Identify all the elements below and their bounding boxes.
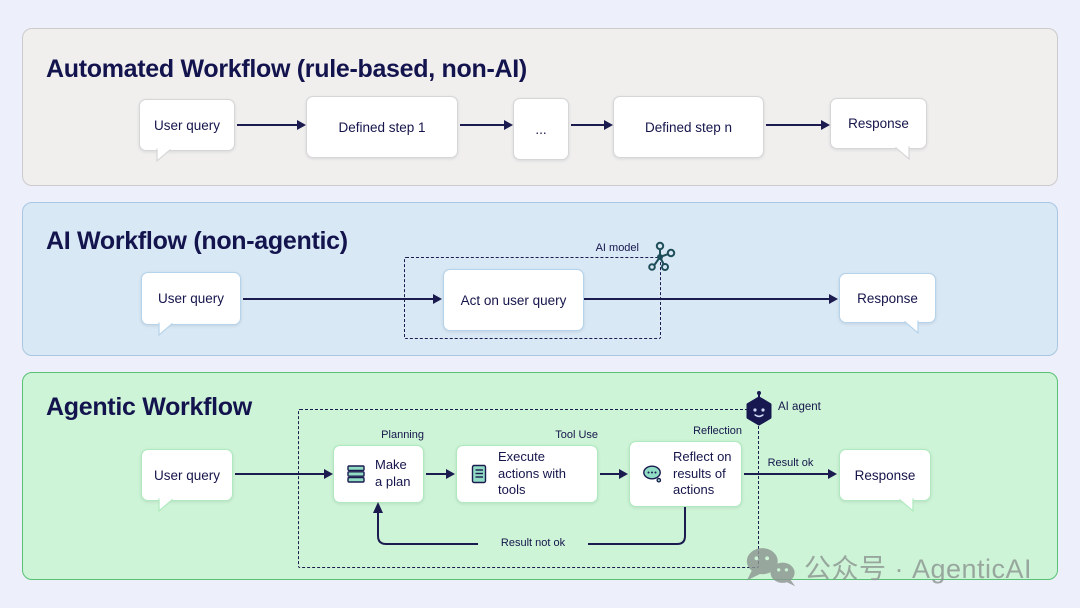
defined-step-1-label: Defined step 1 <box>338 119 426 135</box>
ellipsis-node: ... <box>513 98 569 160</box>
panel-automated-workflow: Automated Workflow (rule-based, non-AI) … <box>22 28 1058 186</box>
user-query-bubble: User query <box>141 449 233 513</box>
execute-actions-label: Execute actions with tools <box>498 448 566 498</box>
ai-agent-boundary <box>298 409 759 568</box>
flow-arrow <box>243 294 442 304</box>
act-on-user-query-node: Act on user query <box>443 269 584 331</box>
defined-step-1-node: Defined step 1 <box>306 96 458 158</box>
bubble-tail-icon <box>904 320 919 335</box>
defined-step-n-node: Defined step n <box>613 96 764 158</box>
reflection-step-label: Reflection <box>693 425 742 437</box>
make-a-plan-node: Make a plan <box>333 445 424 503</box>
flow-arrow <box>237 120 306 130</box>
result-ok-arrow <box>744 469 837 479</box>
user-query-bubble: User query <box>139 99 235 163</box>
bubble-tail-icon <box>899 498 914 513</box>
flow-arrow <box>426 469 455 479</box>
defined-step-n-label: Defined step n <box>644 119 733 135</box>
automated-workflow-title: Automated Workflow (rule-based, non-AI) <box>46 55 527 83</box>
ai-agent-label: AI agent <box>778 401 821 413</box>
response-label: Response <box>857 290 918 306</box>
response-bubble: Response <box>830 98 927 161</box>
user-query-label: User query <box>157 291 225 306</box>
ai-model-label: AI model <box>595 242 639 254</box>
flow-arrow <box>766 120 830 130</box>
bubble-tail-icon <box>158 322 173 337</box>
response-bubble: Response <box>839 273 936 335</box>
ai-workflow-title: AI Workflow (non-agentic) <box>46 227 348 255</box>
watermark-text: 公众号 · AgenticAI <box>804 553 1033 584</box>
user-query-label: User query <box>153 467 221 483</box>
bubble-tail-icon <box>158 498 173 513</box>
flow-arrow <box>571 120 613 130</box>
thought-bubble-icon <box>643 465 662 483</box>
execute-actions-node: Execute actions with tools <box>456 445 598 503</box>
ellipsis-label: ... <box>535 121 547 137</box>
flow-arrow <box>600 469 628 479</box>
reflect-label: Reflect on results of actions <box>673 448 732 498</box>
agentic-workflow-title: Agentic Workflow <box>46 393 252 421</box>
make-a-plan-label: Make a plan <box>375 457 411 489</box>
response-label: Response <box>848 116 909 131</box>
flow-arrow <box>584 294 838 304</box>
watermark: 公众号 · AgenticAI <box>742 544 1032 588</box>
user-query-bubble: User query <box>141 272 241 337</box>
bubble-tail-icon <box>156 148 171 163</box>
result-not-ok-label: Result not ok <box>478 537 588 550</box>
panel-agentic-workflow: Agentic Workflow User query Planning Mak… <box>22 372 1058 580</box>
wechat-icon <box>746 548 796 587</box>
panel-ai-workflow: AI Workflow (non-agentic) User query Act… <box>22 202 1058 356</box>
flow-arrow <box>460 120 513 130</box>
user-query-label: User query <box>153 117 221 133</box>
result-ok-label: Result ok <box>767 457 814 469</box>
act-on-user-query-label: Act on user query <box>460 292 567 308</box>
stack-icon <box>347 465 365 483</box>
planning-step-label: Planning <box>381 429 424 441</box>
flow-arrow <box>235 469 333 479</box>
document-icon <box>471 464 487 484</box>
reflect-node: Reflect on results of actions <box>629 441 742 507</box>
response-bubble: Response <box>839 449 931 513</box>
response-label: Response <box>854 467 916 483</box>
tool-use-step-label: Tool Use <box>555 429 598 441</box>
bubble-tail-icon <box>895 146 910 161</box>
